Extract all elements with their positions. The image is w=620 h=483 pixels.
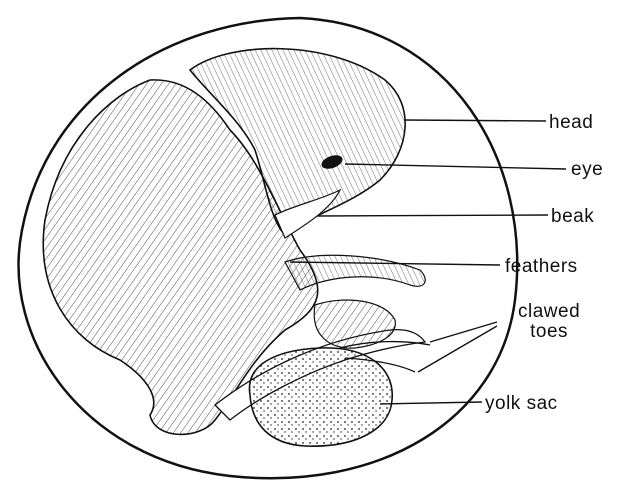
label-clawed-toes: clawed toes [518, 302, 580, 342]
leader-beak [318, 215, 548, 216]
leader-toes-2 [418, 326, 497, 372]
label-toes: toes [518, 322, 580, 342]
label-beak: beak [551, 207, 594, 226]
yolk-sac [249, 348, 392, 446]
label-clawed: clawed [518, 302, 580, 322]
label-yolk-sac: yolk sac [485, 394, 558, 413]
label-head: head [549, 113, 593, 132]
label-feathers: feathers [505, 257, 578, 276]
leader-head [405, 120, 546, 121]
feathers [285, 255, 425, 290]
label-eye: eye [571, 160, 603, 179]
